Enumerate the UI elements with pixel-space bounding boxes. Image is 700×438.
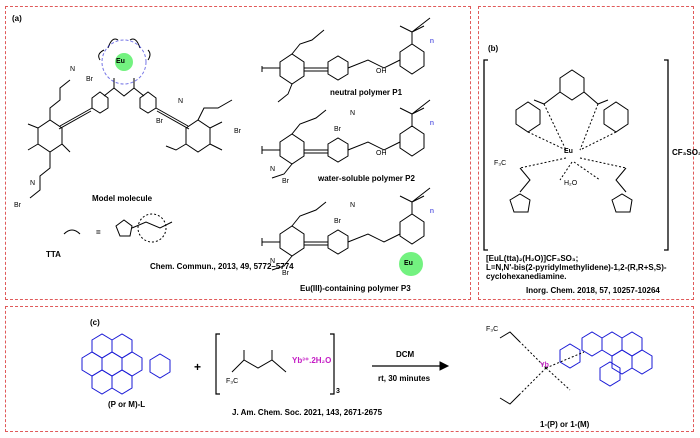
panel-a-reference: Chem. Commun., 2013, 49, 5772–5774 [150,262,294,271]
c-product-label: 1-(P) or 1-(M) [540,420,590,429]
tta-label: TTA [46,250,61,259]
p3-repeat-n: n [430,208,434,215]
bromide-label-3: Br [234,128,241,135]
p2-ammonium-label: N [350,110,356,117]
bromide-label-1: Br [86,76,93,83]
panel-c-frame [5,306,694,432]
b-ligand-line2: cyclohexanediamine. [486,272,567,281]
b-counterion: CF₃SO₃ [672,148,700,157]
p3-bromide-label-2: Br [282,270,289,277]
c-product-cf3: F₃C [486,326,499,333]
p3-ammonium-label: N [350,202,356,209]
p3-bromide-label: Br [334,218,341,225]
panel-b-frame [478,6,694,300]
c-yb-salt: Yb³⁺.2H₂O [292,356,332,365]
b-cf3-label: F₃C [494,160,507,167]
b-ligand-line1: L=N,N'-bis(2-pyridylmethylidene)-1,2-(R,… [486,263,667,272]
polymer-p1-caption: neutral polymer P1 [330,88,403,97]
c-subscript-3: 3 [336,388,340,395]
b-eu-label: Eu [564,148,573,155]
bromide-label-2: Br [156,118,163,125]
p2-repeat-n: n [430,120,434,127]
tta-equals: = [96,228,101,237]
ammonium-label-2: N [178,98,184,105]
polymer-p3-caption: Eu(III)-containing polymer P3 [300,284,411,293]
p2-ammonium-label-2: N [270,166,276,173]
panel-b-tag: (b) [488,44,499,53]
c-yb-center: Yb [540,362,549,369]
c-reference: J. Am. Chem. Soc. 2021, 143, 2671-2675 [232,408,383,417]
p3-ammonium-label-2: N [270,258,276,265]
b-water-label: H₂O [564,180,578,187]
eu-center-label: Eu [116,58,125,65]
c-ligand-label: (P or M)-L [108,400,146,409]
ammonium-label-3: N [30,180,36,187]
model-molecule-caption: Model molecule [92,194,153,203]
ammonium-label-1: N [70,66,76,73]
c-conditions: rt, 30 minutes [378,374,431,383]
c-plus-sign: + [194,360,202,374]
p2-oh-label: OH [376,150,387,157]
p3-eu-label: Eu [404,260,413,267]
b-formula: [EuL(tta)₂(H₂O)]CF₃SO₃; [486,254,579,263]
bromide-label-4: Br [14,202,21,209]
panel-c-tag: (c) [90,318,100,327]
c-cf3-left: F₃C [226,378,239,385]
polymer-p2-caption: water-soluble polymer P2 [318,174,415,183]
c-solvent: DCM [396,350,415,359]
p1-oh-label: OH [376,68,387,75]
b-reference: Inorg. Chem. 2018, 57, 10257-10264 [526,286,660,295]
panel-a-frame [5,6,471,300]
panel-a-tag: (a) [12,14,22,23]
p2-bromide-label-2: Br [282,178,289,185]
p2-bromide-label: Br [334,126,341,133]
p1-repeat-n: n [430,38,434,45]
